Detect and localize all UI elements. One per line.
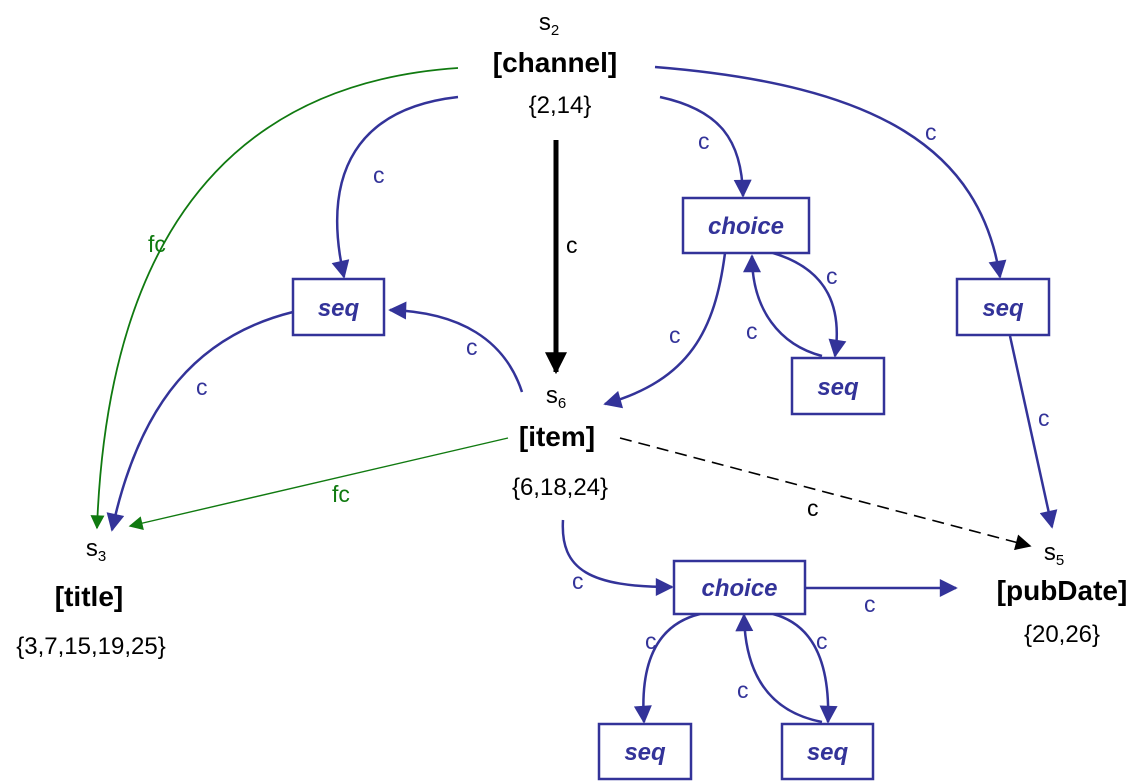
edge-label-channel-seq-left: c bbox=[373, 162, 385, 188]
edge-channel-choice-top bbox=[659, 95, 752, 198]
operator-choice-bottom: choice bbox=[672, 559, 807, 616]
state-name: s2 bbox=[539, 9, 559, 39]
edge-label-seq-choice-top-back: c bbox=[746, 318, 758, 344]
edge-label-seq-right-pubdate: c bbox=[1038, 405, 1050, 431]
state-label: [title] bbox=[55, 581, 123, 612]
edge-label-channel-choice-top: c bbox=[698, 128, 710, 154]
state-set: {6,18,24} bbox=[512, 474, 608, 501]
state-set: {20,26} bbox=[1024, 621, 1100, 648]
state-nodes: s2 [channel] {2,14} s6 [item] {6,18,24} … bbox=[16, 9, 1127, 660]
state-s5-pubdate: s5 [pubDate] {20,26} bbox=[997, 539, 1128, 648]
edge-label-choice-top-item: c bbox=[669, 322, 681, 348]
state-s6-item: s6 [item] {6,18,24} bbox=[512, 382, 608, 501]
edge-labels: fc fc c c c c c c c c c c c c c c c c bbox=[148, 119, 1050, 703]
operator-choice-top: choice bbox=[681, 196, 811, 255]
edge-label-seq-left-title: c bbox=[196, 374, 208, 400]
edge-item-pubdate-dashed bbox=[619, 437, 1032, 551]
state-set: {2,14} bbox=[529, 92, 592, 119]
edge-choice-bottom-seq-right bbox=[772, 612, 838, 724]
edge-seq-right-pubdate bbox=[1008, 335, 1058, 529]
edge-fc-item-title bbox=[128, 437, 509, 530]
edge-choice-top-seq bbox=[772, 251, 847, 358]
operator-label: choice bbox=[708, 213, 784, 240]
operator-seq-choice-top: seq bbox=[790, 356, 886, 416]
edge-fc-channel-title bbox=[90, 67, 459, 530]
edge-label-choice-bottom-seq-right: c bbox=[816, 628, 828, 654]
state-s3-title: s3 [title] {3,7,15,19,25} bbox=[16, 535, 165, 660]
edge-label-item-pubdate-dashed: c bbox=[807, 495, 819, 521]
edge-channel-seq-right bbox=[654, 65, 1007, 279]
operator-label: seq bbox=[318, 295, 360, 322]
edge-choice-top-item bbox=[603, 252, 727, 409]
operator-label: seq bbox=[817, 374, 859, 401]
operator-seq-bottom-right: seq bbox=[780, 722, 875, 781]
edge-label-item-choice-bottom: c bbox=[572, 568, 584, 594]
edge-label-seq-bottom-right-back: c bbox=[737, 677, 749, 703]
state-name: s3 bbox=[86, 535, 106, 565]
operator-seq-right: seq bbox=[955, 277, 1051, 337]
operator-label: seq bbox=[624, 739, 666, 766]
edge-choice-bottom-seq-left bbox=[633, 612, 701, 724]
edge-seq-choice-top-back bbox=[743, 254, 823, 358]
state-set: {3,7,15,19,25} bbox=[16, 633, 165, 660]
operator-label: seq bbox=[807, 739, 849, 766]
state-s2-channel: s2 [channel] {2,14} bbox=[493, 9, 617, 119]
edge-seq-bottom-right-back bbox=[735, 613, 823, 724]
state-name: s6 bbox=[546, 382, 566, 412]
edge-label-choice-bottom-seq-left: c bbox=[645, 628, 657, 654]
operator-seq-left: seq bbox=[291, 277, 386, 337]
edge-label-fc-channel-title: fc bbox=[148, 231, 166, 257]
edge-seq-left-title bbox=[106, 310, 294, 532]
edge-label-item-seq-left: c bbox=[466, 334, 478, 360]
edges bbox=[90, 65, 1058, 724]
edge-label-choice-top-seq: c bbox=[826, 263, 838, 289]
edge-item-seq-left bbox=[388, 301, 524, 393]
operator-seq-bottom-left: seq bbox=[597, 722, 693, 781]
edge-item-choice-bottom bbox=[561, 519, 674, 596]
state-label: [pubDate] bbox=[997, 575, 1128, 606]
edge-label-channel-seq-right: c bbox=[925, 119, 937, 145]
operator-nodes: seq choice seq seq choice seq seq bbox=[291, 196, 1051, 781]
edge-label-choice-bottom-pubdate: c bbox=[864, 591, 876, 617]
state-name: s5 bbox=[1044, 539, 1064, 569]
edge-channel-seq-left bbox=[331, 95, 459, 279]
state-label: [item] bbox=[519, 421, 595, 452]
edge-label-fc-item-title: fc bbox=[332, 481, 350, 507]
edge-label-channel-item-main: c bbox=[566, 232, 578, 258]
state-label: [channel] bbox=[493, 47, 617, 78]
operator-label: choice bbox=[701, 575, 777, 602]
operator-label: seq bbox=[982, 295, 1024, 322]
